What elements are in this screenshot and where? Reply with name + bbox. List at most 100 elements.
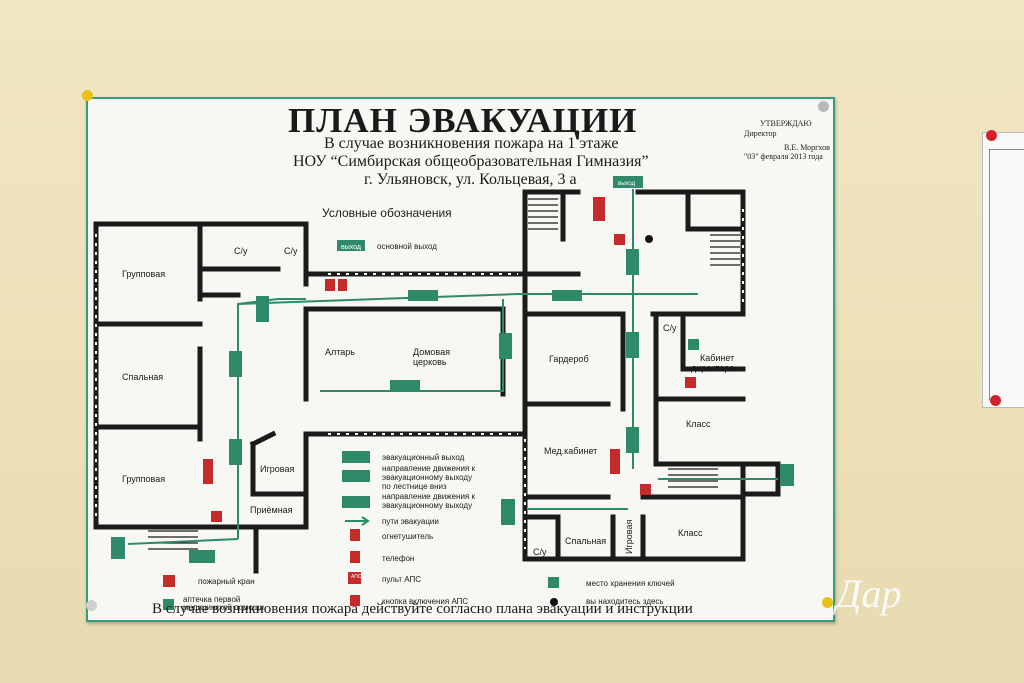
room-label: Спальная (565, 536, 606, 546)
room-label: С/у (533, 547, 547, 557)
approval-date: "03" февраля 2013 года (744, 152, 823, 161)
room-label: Класс (686, 419, 711, 429)
legend-stairs-label: направление движения к эвакуационному вы… (382, 464, 477, 491)
room-label: Алтарь (325, 347, 355, 357)
plan-title: ПЛАН ЭВАКУАЦИИ (288, 101, 638, 140)
staircase (528, 198, 558, 230)
aps-panel (593, 197, 605, 221)
direction-sign (189, 550, 215, 563)
direction-sign (626, 249, 639, 275)
legend-you-here-label: вы находитесь здесь (586, 597, 664, 606)
direction-sign (408, 290, 438, 301)
pushpin (86, 600, 97, 611)
legend-extinguisher-label: огнетушитель (382, 532, 433, 541)
wall-segment (522, 189, 746, 562)
evacuation-route (237, 293, 519, 539)
room-label: С/у (663, 323, 677, 333)
legend-keys-icon (548, 577, 559, 588)
legend-extinguisher-icon (350, 529, 360, 541)
room-label: Кабинет (700, 353, 734, 363)
first-aid-kit (688, 339, 699, 350)
fire-hydrant (203, 459, 213, 484)
plan-organization: НОУ “Симбирская общеобразовательная Гимн… (293, 153, 649, 170)
main-exit-sign (613, 176, 643, 188)
wall-segment (93, 221, 259, 574)
direction-sign (552, 290, 582, 301)
aps-button (211, 511, 222, 522)
exit-sign-bottom (501, 499, 515, 525)
plan-subtitle: В случае возникновения пожара на 1 этаже (324, 135, 619, 152)
room-label: Групповая (122, 474, 165, 484)
legend-aps-button-icon (350, 595, 360, 606)
room-label: Класс (678, 528, 703, 538)
room-label: С/у (234, 246, 248, 256)
legend-main-exit-label: основной выход (377, 242, 437, 251)
legend-main-exit-tag (337, 240, 365, 251)
room-label: Приёмная (250, 505, 293, 515)
legend-you-are-here-icon (550, 598, 558, 606)
legend-hydrant-icon (163, 575, 175, 587)
evacuation-route (237, 298, 306, 305)
legend-paths-arrow (345, 516, 370, 526)
wall-segment (255, 431, 309, 530)
room-label: церковь (413, 357, 447, 367)
staircase (668, 468, 718, 488)
legend-title: Условные обозначения (322, 206, 452, 220)
direction-sign (390, 380, 420, 391)
fire-extinguisher (338, 279, 347, 291)
pushpin (990, 395, 1001, 406)
room-label: Гардероб (549, 354, 589, 364)
room-label: Спальная (122, 372, 163, 382)
room-label: Домовая (413, 347, 450, 357)
watermark-logo: Дар (836, 571, 902, 616)
legend-main-exit-tag-text: выход (341, 244, 361, 251)
floor-plan-drawing: Условные обозначения выход основной выхо… (93, 176, 794, 612)
legend-stairs-dir-icon (342, 470, 370, 482)
legend-exit-dir-icon (342, 496, 370, 508)
legend-aps-tag-text: АПС (351, 574, 362, 580)
sheet-table (989, 149, 1024, 400)
pushpin (818, 101, 829, 112)
direction-sign (229, 351, 242, 377)
room-label: директора (691, 363, 734, 373)
aps-button (640, 484, 651, 495)
aps-button (614, 234, 625, 245)
wall-segment (685, 189, 746, 232)
partial-paper-sheet (982, 132, 1024, 408)
legend-aps-button-label: кнопка включения АПС (382, 597, 468, 606)
wall-segment (680, 316, 746, 372)
room-label: Групповая (122, 269, 165, 279)
pushpin (986, 130, 997, 141)
wall-segment (635, 189, 746, 312)
legend-evac-exit-label: эвакуационный выход (382, 453, 465, 462)
approval-position: Директор (744, 129, 777, 138)
fire-hydrant (325, 279, 335, 291)
plan-address: г. Ульяновск, ул. Кольцевая, 3 а (364, 171, 577, 188)
room-label: С/у (284, 246, 298, 256)
staircase (710, 228, 740, 266)
wall-segment (522, 311, 626, 412)
approval-signer: В.Е. Моргхов (784, 143, 830, 152)
approval-heading: УТВЕРЖДАЮ (760, 119, 812, 128)
pushpin (822, 597, 833, 608)
legend-keys-label: место хранения ключей (586, 579, 675, 588)
legend-paths-label: пути эвакуации (382, 517, 439, 526)
room-label: Игровая (624, 520, 634, 554)
exit-sign-right (780, 464, 794, 486)
fire-hydrant (610, 449, 620, 474)
direction-sign (229, 439, 242, 465)
pushpin (82, 90, 93, 101)
legend-phone-label: телефон (382, 554, 414, 563)
direction-sign (626, 427, 639, 453)
wall-segment (653, 311, 781, 497)
exit-sign-left (111, 537, 125, 559)
room-label: Игровая (260, 464, 294, 474)
wall-segment (249, 430, 277, 448)
legend-aps-panel-icon (348, 572, 361, 584)
direction-sign (499, 333, 512, 359)
staircase (148, 530, 198, 550)
legend-hydrant-label: пожарный кран (198, 577, 255, 586)
telephone (685, 377, 696, 388)
direction-sign (256, 296, 269, 322)
evacuation-plan-poster: ПЛАН ЭВАКУАЦИИ В случае возникновения по… (86, 97, 835, 622)
